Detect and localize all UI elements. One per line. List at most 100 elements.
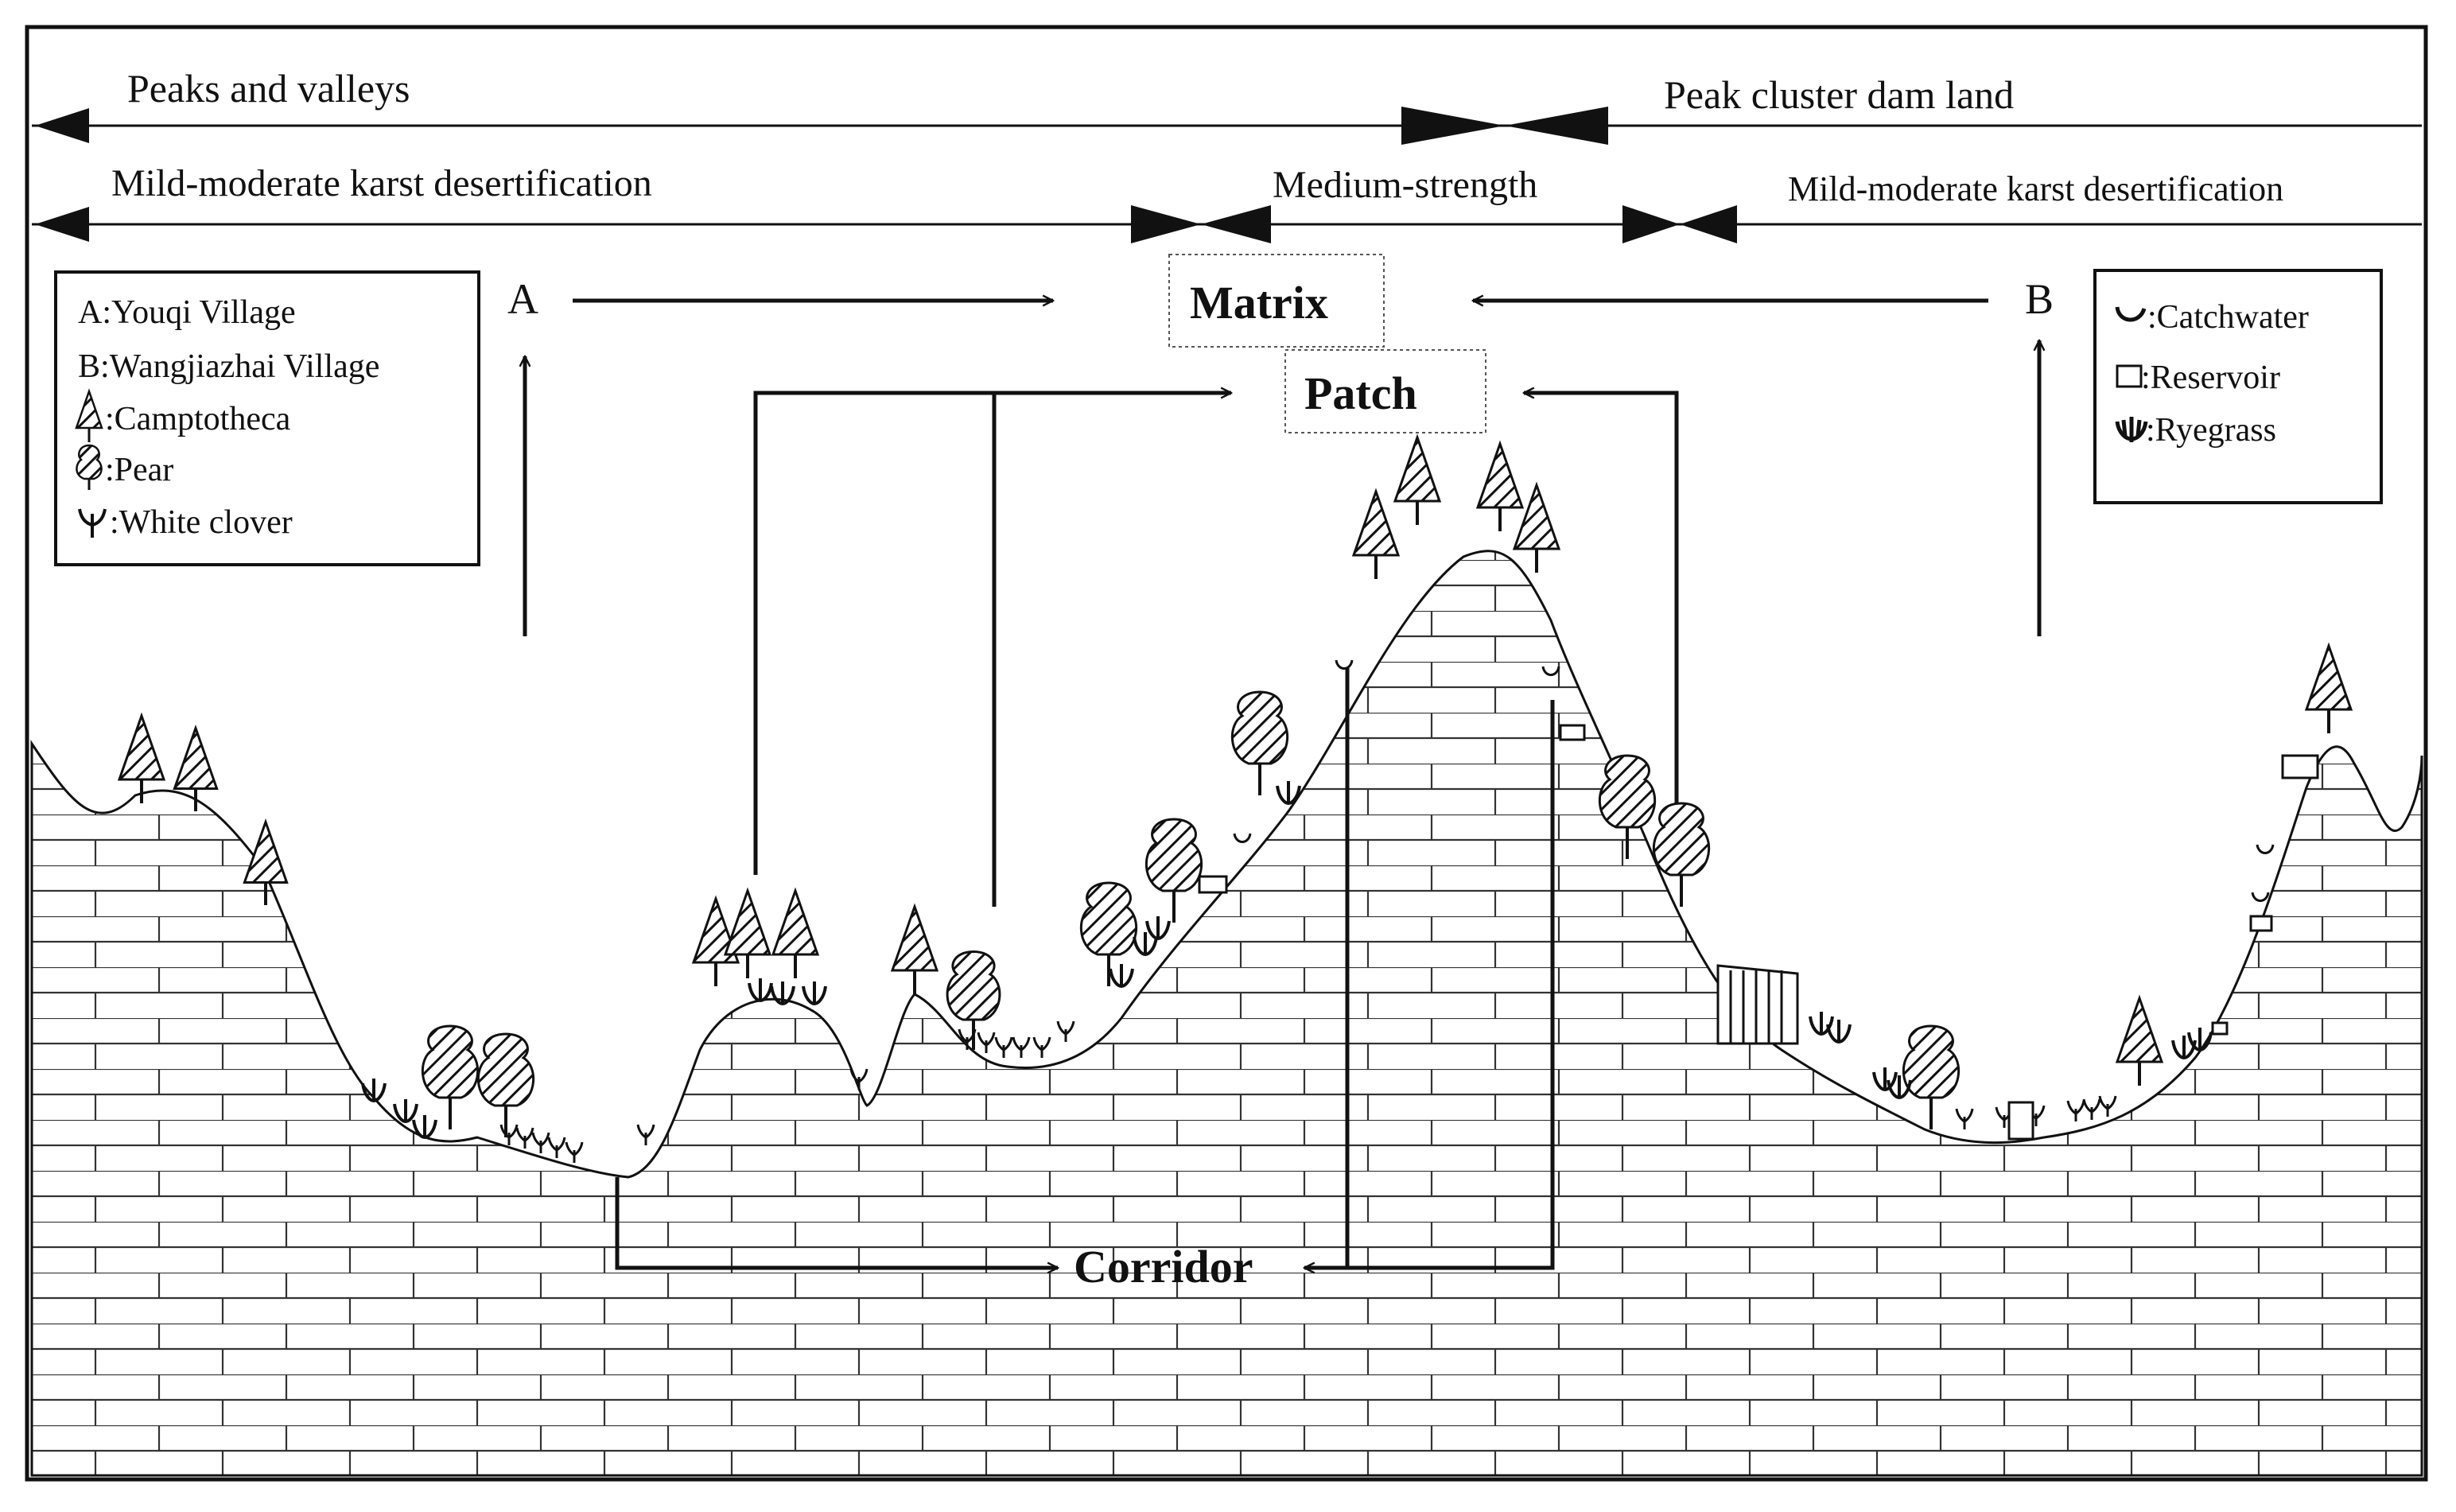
ryegrass-plant	[748, 978, 773, 1002]
vegetation-layer	[117, 433, 2353, 1163]
ryegrass-plant	[770, 981, 795, 1005]
catchwater-mark	[1335, 659, 1354, 670]
white-clover-plant	[565, 1141, 584, 1163]
legend-item-reservoir: :Reservoir	[2141, 360, 2280, 396]
ryegrass-plant	[361, 1079, 387, 1102]
white-clover-plant	[2066, 1100, 2085, 1121]
catchwater-icon	[2115, 306, 2147, 322]
village-b-label: B	[2025, 275, 2054, 323]
ryegrass-plant	[2187, 1028, 2213, 1051]
pear-icon	[76, 444, 103, 490]
ryegrass-plant	[412, 1115, 437, 1139]
ryegrass-plant	[802, 981, 827, 1005]
legend-item-white-clover: :White clover	[110, 504, 293, 541]
pear-tree	[477, 1032, 534, 1137]
desert-arrow-b1-left	[1131, 205, 1201, 243]
legend-item-pear: :Pear	[105, 452, 173, 488]
desertification-label-right: Mild-moderate karst desertification	[1788, 169, 2283, 208]
ryegrass-icon	[2115, 417, 2148, 442]
white-clover-plant	[1032, 1036, 1051, 1058]
desert-arrow-b1-right	[1201, 205, 1271, 243]
zone-arrow-left-end	[35, 108, 89, 143]
white-clover-plant	[636, 1124, 655, 1145]
corridor-label: Corridor	[1074, 1241, 1253, 1292]
camptotheca-tree	[173, 724, 219, 811]
patch-label: Patch	[1304, 367, 1417, 419]
desert-arrow-b2-left	[1622, 205, 1680, 243]
camptotheca-tree	[2115, 994, 2164, 1086]
desert-arrow-left-end	[35, 207, 89, 242]
reservoir-mark	[2007, 1101, 2034, 1141]
ryegrass-plant	[1133, 932, 1158, 956]
legend-item-youqi-village: A:Youqi Village	[78, 294, 296, 331]
catchwater-mark	[1541, 666, 1560, 676]
ryegrass-plant	[1826, 1020, 1852, 1044]
desert-arrow-b2-right	[1680, 205, 1737, 243]
catchwater-mark	[1233, 833, 1252, 843]
zone-arrow-right-boundary	[1505, 107, 1608, 145]
camptotheca-tree	[1512, 481, 1561, 573]
camptotheca-tree	[1475, 440, 1525, 531]
flow-arrows	[573, 301, 1988, 1268]
desertification-label-mid: Medium-strength	[1273, 164, 1537, 206]
white-clover-plant	[499, 1124, 519, 1145]
reservoir-icon	[2116, 364, 2143, 388]
matrix-label: Matrix	[1190, 277, 1328, 328]
landform-label-left: Peaks and valleys	[127, 66, 410, 111]
white-clover-plant	[994, 1036, 1013, 1058]
legend-right: :Catchwater :Reservoir :Ryegrass	[2093, 269, 2383, 504]
reservoir-mark	[2281, 754, 2319, 779]
arrow-slope-to-corridor	[1304, 700, 1555, 1268]
camptotheca-tree	[117, 712, 166, 803]
white-clover-plant	[515, 1127, 534, 1149]
camptotheca-tree	[1393, 433, 1442, 525]
pear-tree	[1231, 690, 1288, 795]
legend-left-box	[54, 270, 480, 566]
arrow-left-patch	[753, 393, 1231, 875]
ryegrass-plant	[1887, 1075, 1912, 1099]
white-clover-plant	[2082, 1098, 2101, 1120]
camptotheca-icon	[75, 388, 103, 442]
camptotheca-tree	[723, 887, 772, 978]
reservoir-mark	[1198, 875, 1228, 894]
pear-tree	[1145, 818, 1203, 923]
ryegrass-plant	[393, 1099, 418, 1123]
white-clover-plant	[958, 1028, 977, 1050]
catchwater-mark	[2256, 844, 2275, 854]
camptotheca-tree	[771, 887, 820, 978]
karst-terrain	[30, 550, 2423, 1477]
outer-frame	[25, 25, 2428, 1482]
camptotheca-tree	[2304, 642, 2353, 733]
ryegrass-plant	[1145, 916, 1171, 940]
desertification-label-left: Mild-moderate karst desertification	[111, 162, 652, 204]
legend-left: A:Youqi Village B:Wangjiazhai Village :C…	[54, 270, 480, 566]
matrix-box	[1168, 254, 1385, 348]
camptotheca-tree	[243, 818, 289, 905]
pear-tree	[1599, 754, 1656, 859]
ryegrass-plant	[1276, 781, 1301, 805]
white-clover-icon	[78, 508, 107, 538]
ryegrass-plant	[1872, 1067, 1898, 1091]
dam-structure	[1716, 964, 1799, 1045]
legend-item-catchwater: :Catchwater	[2147, 299, 2309, 336]
village-a-label: A	[507, 275, 538, 323]
pear-tree	[1080, 881, 1137, 986]
white-clover-plant	[531, 1132, 550, 1153]
arrow-right-patch	[1524, 393, 1679, 803]
zone-arrow-left-boundary	[1401, 107, 1505, 145]
white-clover-plant	[2098, 1095, 2117, 1117]
legend-item-camptotheca: :Camptotheca	[105, 401, 291, 437]
legend-item-ryegrass: :Ryegrass	[2146, 412, 2276, 449]
white-clover-plant	[547, 1137, 566, 1158]
pear-tree	[422, 1024, 479, 1129]
camptotheca-tree	[890, 903, 939, 994]
camptotheca-tree	[1351, 488, 1401, 579]
white-clover-plant	[977, 1032, 996, 1053]
white-clover-plant	[1955, 1108, 1974, 1129]
legend-item-wangjiazhai-village: B:Wangjiazhai Village	[78, 348, 379, 385]
pear-tree	[1653, 802, 1710, 907]
reservoir-mark	[2249, 915, 2273, 932]
white-clover-plant	[1056, 1020, 1075, 1042]
patch-box	[1284, 349, 1486, 433]
